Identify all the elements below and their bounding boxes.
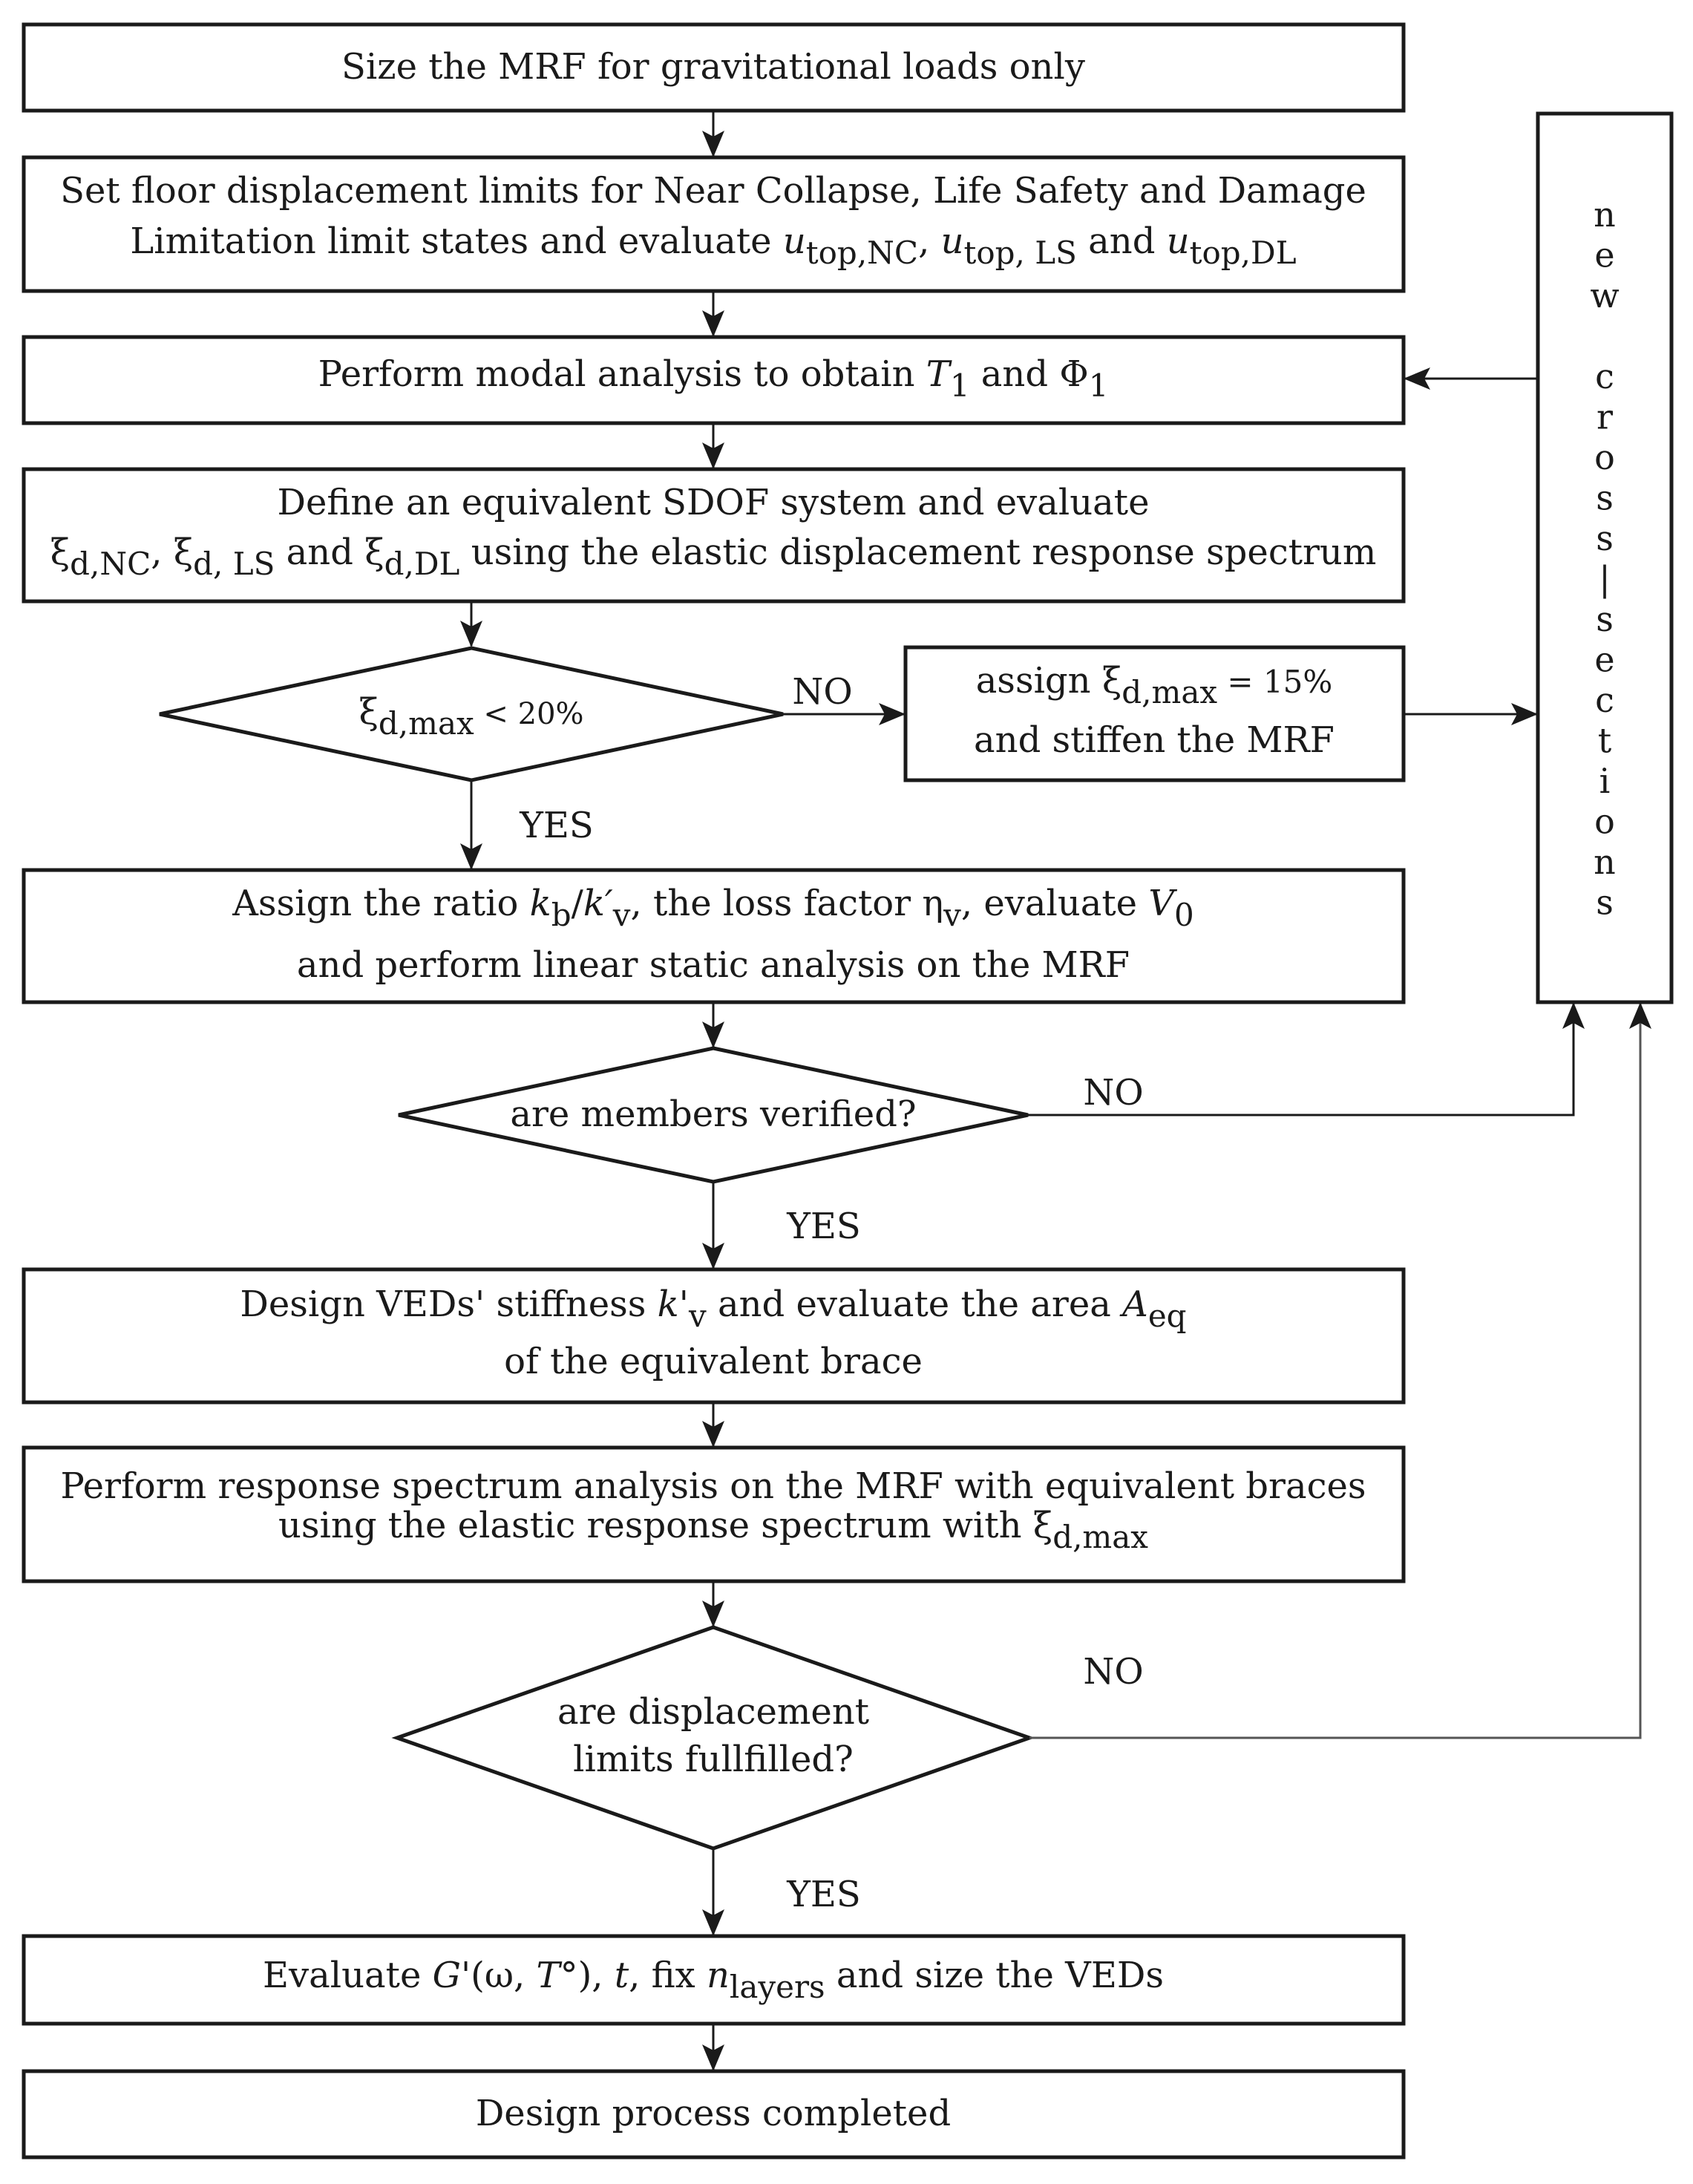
decision-damping-text: ξd,max < 20%	[358, 691, 583, 742]
label-no-2: NO	[1083, 1072, 1143, 1114]
step-design-veds-line1: Design VEDs' stiffness k'v and evaluate …	[240, 1284, 1186, 1334]
step-response-spectrum: Perform response spectrum analysis on th…	[22, 1445, 1406, 1583]
step-sdof-system: Define an equivalent SDOF system and eva…	[22, 467, 1406, 604]
side-letter: n	[1594, 194, 1616, 235]
step-size-veds: Evaluate G'(ω, T°), t, fix nlayers and s…	[22, 1934, 1406, 2026]
side-letter: |	[1599, 559, 1611, 599]
step-sdof-system-line1: Define an equivalent SDOF system and eva…	[278, 482, 1150, 523]
step-linear-static-line1: Assign the ratio kb/k′v, the loss factor…	[232, 883, 1194, 933]
side-letter: c	[1595, 356, 1614, 396]
step-design-veds-line2: of the equivalent brace	[504, 1341, 923, 1382]
step-displacement-limits-line2: Limitation limit states and evaluate uto…	[130, 220, 1296, 271]
side-letter: c	[1595, 680, 1614, 720]
step-response-spectrum-line2: using the elastic response spectrum with…	[278, 1505, 1148, 1555]
label-yes-2: YES	[786, 1206, 861, 1247]
step-response-spectrum-line1: Perform response spectrum analysis on th…	[60, 1465, 1366, 1507]
step-linear-static: Assign the ratio kb/k′v, the loss factor…	[22, 868, 1406, 1004]
decision-damping: ξd,max < 20%	[159, 646, 784, 782]
label-yes-3: YES	[786, 1874, 861, 1915]
step-size-mrf-text: Size the MRF for gravitational loads onl…	[341, 46, 1085, 88]
step-modal-analysis-text: Perform modal analysis to obtain T1 and …	[318, 353, 1109, 404]
decision-members-verified-text: are members verified?	[510, 1093, 916, 1135]
label-no-3: NO	[1083, 1651, 1143, 1693]
side-letter: o	[1594, 802, 1615, 842]
side-letter: e	[1594, 640, 1614, 680]
arrow-d2-no	[1028, 1002, 1585, 1116]
step-assign-damping: assign ξd,max = 15% and stiffen the MRF	[903, 645, 1406, 782]
step-completed-text: Design process completed	[476, 2093, 951, 2134]
step-size-mrf: Size the MRF for gravitational loads onl…	[22, 22, 1406, 113]
side-letter: n	[1594, 842, 1616, 882]
side-letter: e	[1594, 235, 1614, 275]
side-letter: t	[1598, 721, 1612, 761]
step-assign-damping-line1: assign ξd,max = 15%	[976, 660, 1333, 710]
decision-members-verified: are members verified?	[398, 1046, 1029, 1184]
arrow-d3-no	[1029, 1002, 1651, 1739]
step-linear-static-line2: and perform linear static analysis on th…	[297, 944, 1130, 986]
side-letter: s	[1596, 883, 1614, 923]
side-letter: r	[1597, 397, 1613, 437]
label-no-1: NO	[792, 671, 852, 713]
side-letter: w	[1590, 275, 1619, 315]
side-letter: s	[1596, 599, 1614, 639]
step-assign-damping-line2: and stiffen the MRF	[974, 719, 1335, 761]
label-yes-1: YES	[519, 805, 594, 846]
side-letter: o	[1594, 437, 1615, 477]
step-size-veds-text: Evaluate G'(ω, T°), t, fix nlayers and s…	[263, 1955, 1164, 2005]
decision-displacement-limits-line2: limits fullfilled?	[573, 1739, 854, 1780]
step-displacement-limits: Set floor displacement limits for Near C…	[22, 155, 1406, 293]
step-displacement-limits-line1: Set floor displacement limits for Near C…	[60, 170, 1366, 212]
decision-displacement-limits: are displacement limits fullfilled?	[391, 1625, 1035, 1851]
step-modal-analysis: Perform modal analysis to obtain T1 and …	[22, 335, 1406, 425]
side-letter: s	[1596, 518, 1614, 558]
step-design-veds: Design VEDs' stiffness k'v and evaluate …	[22, 1267, 1406, 1405]
decision-displacement-limits-line1: are displacement	[557, 1691, 869, 1733]
side-letter: i	[1599, 761, 1611, 801]
side-letter: s	[1596, 478, 1614, 518]
step-completed: Design process completed	[22, 2069, 1406, 2160]
step-sdof-system-line2: ξd,NC, ξd, LS and ξd,DL using the elasti…	[50, 532, 1377, 582]
